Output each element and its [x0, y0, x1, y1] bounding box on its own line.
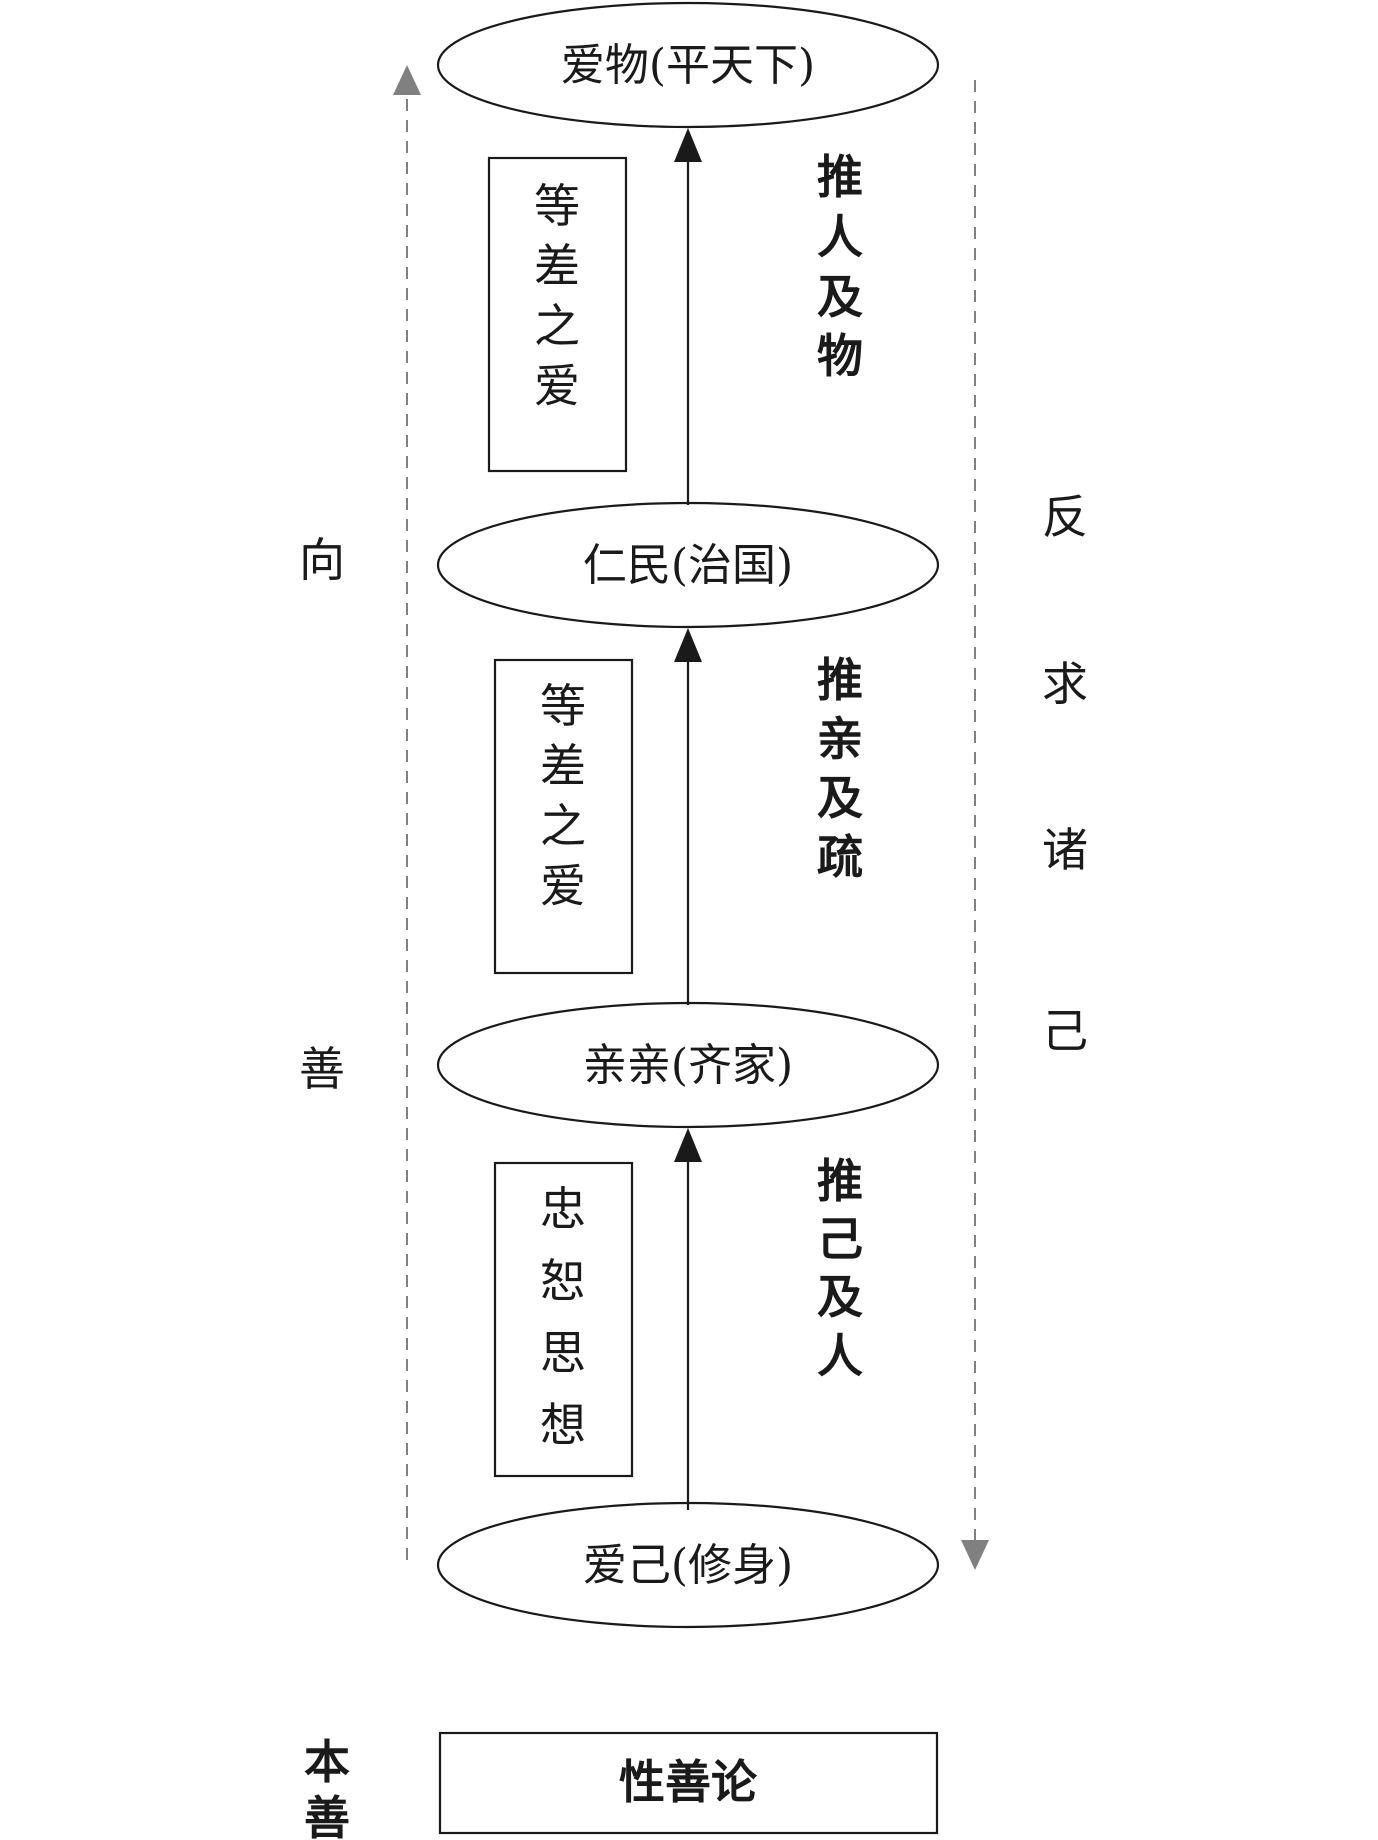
side-box-char: 等: [540, 679, 586, 733]
node-love-kin: 亲亲(齐家): [436, 1001, 940, 1129]
side-box-char: 之: [540, 799, 586, 853]
side-box-3: 忠 恕 思 想: [493, 1161, 634, 1478]
base-side-char: 本: [304, 1735, 350, 1789]
base-box: 性善论: [438, 1731, 939, 1835]
side-box-char: 恕: [540, 1254, 586, 1308]
step-label-char: 及: [817, 1270, 863, 1324]
side-box-char: 爱: [534, 359, 580, 413]
arrow-head-self-to-family: [674, 1128, 702, 1162]
node-label: 仁民(治国): [583, 540, 793, 591]
side-box-char: 忠: [540, 1182, 586, 1236]
right-axis-char: 反: [1042, 490, 1088, 544]
node-benevolent-people: 仁民(治国): [436, 501, 940, 629]
left-axis-char: 向: [299, 533, 345, 587]
right-axis-char: 己: [1042, 1004, 1088, 1058]
step-label-char: 及: [817, 771, 863, 825]
step-label-char: 疏: [817, 830, 863, 884]
step-label-char: 推: [817, 1154, 863, 1208]
node-ellipse: [436, 1001, 940, 1129]
side-box-char: 想: [540, 1398, 586, 1452]
left-dashed-arrow-head: [393, 65, 421, 95]
side-box-frame: [487, 156, 628, 473]
step-label-char: 推: [817, 150, 863, 204]
node-label: 亲亲(齐家): [583, 1040, 793, 1091]
side-box-char: 等: [534, 179, 580, 233]
right-axis-char: 诸: [1042, 823, 1088, 877]
side-box-char: 之: [534, 299, 580, 353]
side-box-char: 思: [540, 1326, 586, 1380]
side-box-char: 差: [540, 739, 586, 793]
step-label-3: 推 己 及 人: [817, 1154, 863, 1383]
step-label-char: 推: [817, 653, 863, 707]
node-label: 爱己(修身): [583, 1540, 793, 1591]
right-axis-char: 求: [1042, 657, 1088, 711]
step-label-1: 推 人 及 物: [817, 150, 863, 383]
node-ellipse: [436, 1, 940, 129]
node-love-things: 爱物(平天下): [436, 1, 940, 129]
step-label-char: 及: [817, 270, 863, 324]
side-box-char: 差: [534, 239, 580, 293]
right-dashed-arrow-head: [961, 1540, 989, 1570]
arrow-head-family-to-state: [674, 628, 702, 662]
node-love-self: 爱己(修身): [436, 1501, 940, 1629]
base-box-label: 性善论: [619, 1755, 758, 1809]
step-label-char: 人: [817, 210, 863, 264]
node-ellipse: [436, 1501, 940, 1629]
arrow-head-state-to-world: [674, 128, 702, 162]
side-box-frame: [493, 1161, 634, 1478]
side-box-frame: [493, 658, 634, 975]
left-axis-label: 向 善: [299, 533, 345, 1096]
base-side-char: 善: [304, 1791, 350, 1840]
base-box-frame: [438, 1731, 939, 1835]
right-axis-label: 反 求 诸 己: [1042, 490, 1088, 1058]
left-axis-char: 善: [299, 1042, 345, 1096]
step-label-char: 己: [817, 1212, 863, 1266]
side-box-1: 等 差 之 爱: [487, 156, 628, 473]
side-box-char: 爱: [540, 859, 586, 913]
step-label-char: 人: [817, 1329, 863, 1383]
side-box-2: 等 差 之 爱: [493, 658, 634, 975]
step-label-2: 推 亲 及 疏: [817, 653, 863, 884]
node-label: 爱物(平天下): [561, 40, 815, 91]
base-side-label: 本 善: [304, 1735, 350, 1840]
node-ellipse: [436, 501, 940, 629]
step-label-char: 物: [817, 329, 863, 383]
step-label-char: 亲: [817, 712, 863, 766]
